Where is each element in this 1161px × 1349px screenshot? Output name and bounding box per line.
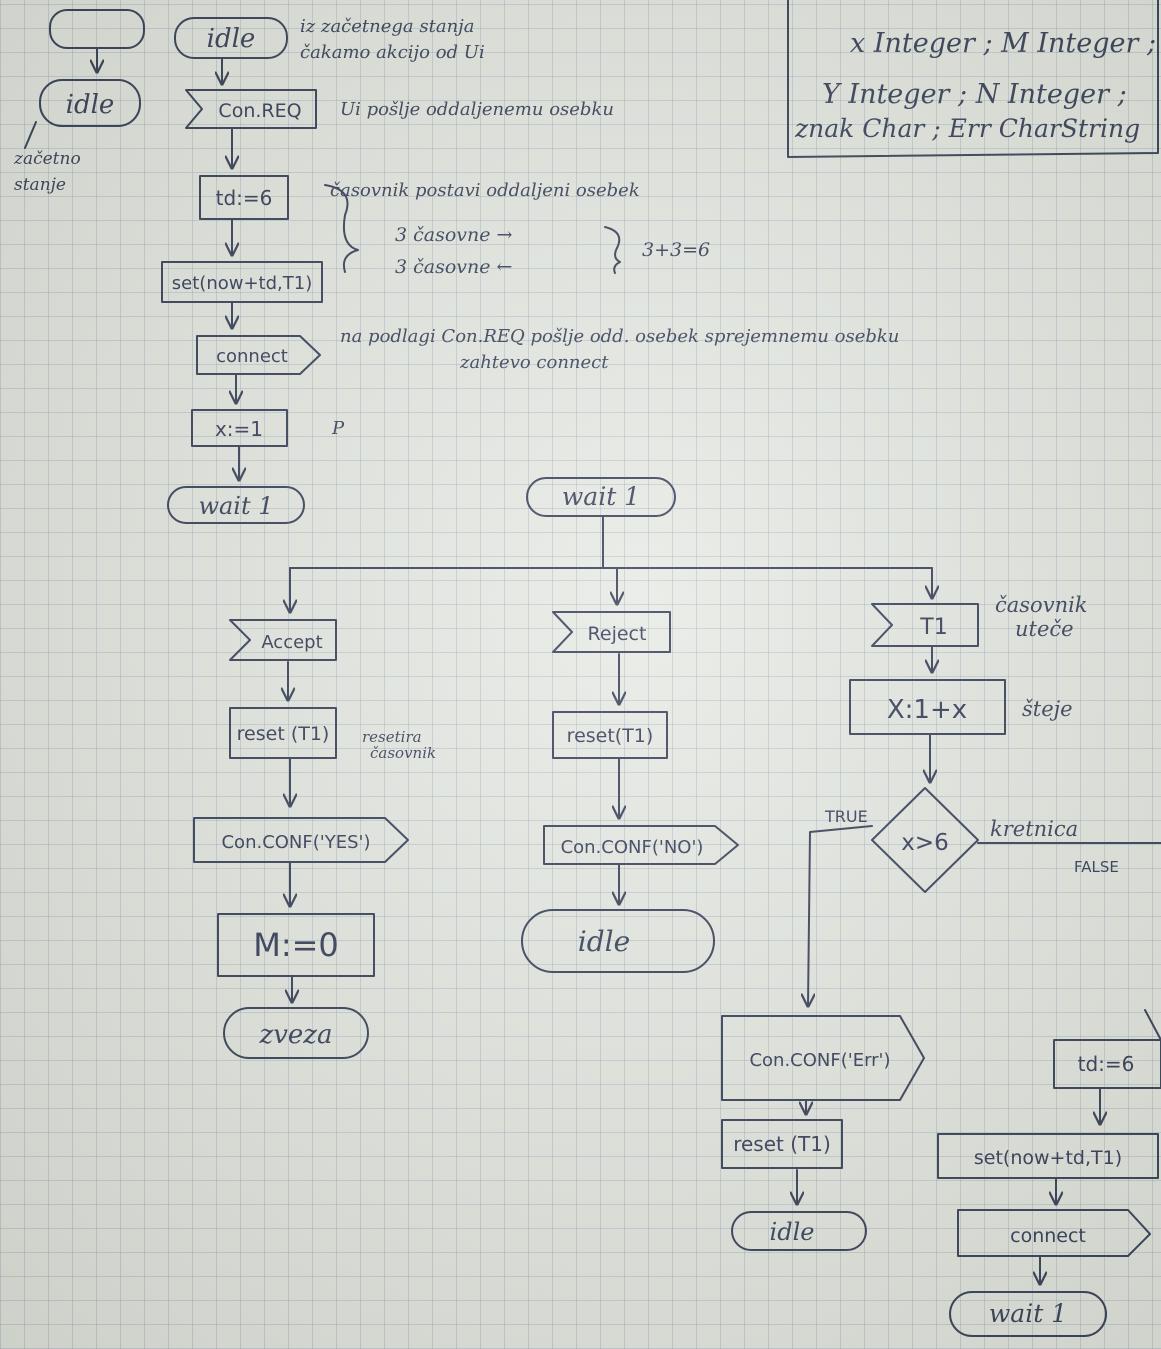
reject-label: Reject	[588, 623, 647, 645]
declaration-line-1: x Integer ; M Integer ;	[850, 28, 1156, 59]
t1-label: T1	[919, 615, 947, 640]
declaration-line-3: znak Char ; Err CharString	[794, 114, 1140, 143]
decision-label: x>6	[901, 830, 949, 856]
idle-note-2: čakamo akcijo od Ui	[300, 42, 485, 63]
con-req-note: Ui pošlje oddaljenemu osebku	[340, 99, 614, 120]
reject-branch: Reject reset(T1) Con.CONF('NO') idle	[521, 611, 739, 973]
mini-start-diagram: idle začetno stanje	[13, 9, 145, 195]
retry-set-label: set(now+td,T1)	[974, 1147, 1122, 1169]
wait1-label-main: wait 1	[198, 492, 273, 520]
set-timer-task-box	[161, 261, 323, 303]
accept-branch: Accept reset (T1) resetira časovnik Con.…	[193, 619, 436, 1059]
td-label: td:=6	[216, 186, 273, 210]
err-idle-terminal	[731, 1211, 867, 1251]
x-increment-label: X:1+x	[887, 695, 967, 725]
mini-idle-terminal	[39, 79, 141, 127]
accept-con-conf-label: Con.CONF('YES')	[221, 832, 370, 853]
connect-note-1: na podlagi Con.REQ pošlje odd. osebek sp…	[340, 326, 899, 347]
accept-con-conf-output-symbol	[193, 817, 409, 863]
main-flow: idle iz začetnega stanja čakamo akcijo o…	[161, 16, 899, 524]
mini-start-terminal	[49, 9, 145, 49]
zveza-label: zveza	[259, 1020, 333, 1050]
x-assign-mark: P	[331, 418, 345, 439]
x-assign-label: x:=1	[215, 417, 263, 441]
timers-line-1: 3 časovne →	[395, 224, 513, 246]
accept-reset-note-2: časovnik	[370, 744, 436, 762]
err-con-conf-label: Con.CONF('Err')	[749, 1050, 890, 1071]
td-note: časovnik postavi oddaljeni osebek	[330, 180, 640, 201]
reject-idle-label: idle	[578, 925, 630, 958]
idle-start-label: idle	[207, 24, 256, 54]
wait1-state-terminal	[526, 477, 676, 517]
retry-td-label: td:=6	[1078, 1052, 1135, 1076]
true-label: TRUE	[824, 807, 868, 826]
connect-output-symbol	[196, 335, 321, 375]
m-assign-label: M:=0	[253, 926, 339, 964]
retry-connect-label: connect	[1010, 1225, 1086, 1247]
declaration-line-2: Y Integer ; N Integer ;	[822, 79, 1127, 110]
err-con-conf-output-symbol	[721, 1015, 925, 1101]
zveza-terminal	[223, 1007, 369, 1059]
mini-start-note-1: začetno	[13, 149, 81, 169]
connect-label: connect	[216, 346, 288, 367]
reject-reset-task-box	[552, 711, 668, 759]
false-label: FALSE	[1074, 858, 1119, 876]
set-timer-label: set(now+td,T1)	[172, 273, 312, 294]
reject-con-conf-label: Con.CONF('NO')	[561, 837, 704, 858]
retry-td-task-box	[1053, 1039, 1161, 1089]
accept-reset-note-1: resetira	[362, 728, 422, 746]
t1-note-1: časovnik	[995, 593, 1088, 617]
m-assign-task-box	[217, 913, 375, 977]
decision-note: kretnica	[990, 817, 1078, 841]
wait1-flow: wait 1 Accept reset (T1) resetira časovn…	[193, 477, 1161, 1337]
retry-wait1-terminal	[949, 1291, 1107, 1337]
err-idle-label: idle	[770, 1218, 815, 1246]
err-reset-label: reset (T1)	[733, 1132, 831, 1156]
td-task-box	[199, 175, 289, 220]
reject-reset-label: reset(T1)	[567, 725, 654, 747]
accept-label: Accept	[261, 632, 322, 653]
idle-note-1: iz začetnega stanja	[300, 16, 474, 37]
t1-note-2: uteče	[1015, 617, 1074, 641]
wait1-terminal-main	[167, 486, 305, 524]
accept-reset-label: reset (T1)	[237, 723, 330, 745]
mini-start-note-2: stanje	[14, 175, 66, 195]
timers-line-2: 3 časovne ←	[395, 256, 512, 278]
timeout-branch: T1 časovnik uteče X:1+x šteje x>6 kretni…	[721, 593, 1161, 1337]
x-increment-note: šteje	[1022, 697, 1073, 721]
mini-idle-label: idle	[66, 90, 115, 120]
variable-declarations-box: x Integer ; M Integer ; Y Integer ; N In…	[787, 0, 1159, 158]
retry-set-task-box	[937, 1133, 1159, 1179]
reject-con-conf-output-symbol	[543, 825, 739, 865]
accept-reset-task-box	[229, 707, 337, 759]
con-req-input-symbol	[185, 89, 317, 129]
x-gt-6-decision	[871, 787, 979, 893]
idle-start-terminal	[174, 17, 288, 59]
timers-sum: 3+3=6	[642, 239, 710, 261]
reject-idle-terminal	[521, 909, 715, 973]
err-reset-task-box	[721, 1119, 843, 1169]
accept-input-symbol	[229, 619, 337, 661]
t1-input-symbol	[871, 603, 979, 647]
retry-wait1-label: wait 1	[989, 1299, 1067, 1328]
wait1-state-label: wait 1	[562, 482, 640, 511]
x-increment-task-box	[849, 679, 1006, 735]
connect-note-2: zahtevo connect	[459, 352, 609, 373]
reject-input-symbol	[552, 611, 671, 653]
retry-connect-output-symbol	[957, 1209, 1151, 1257]
con-req-label: Con.REQ	[218, 100, 301, 122]
